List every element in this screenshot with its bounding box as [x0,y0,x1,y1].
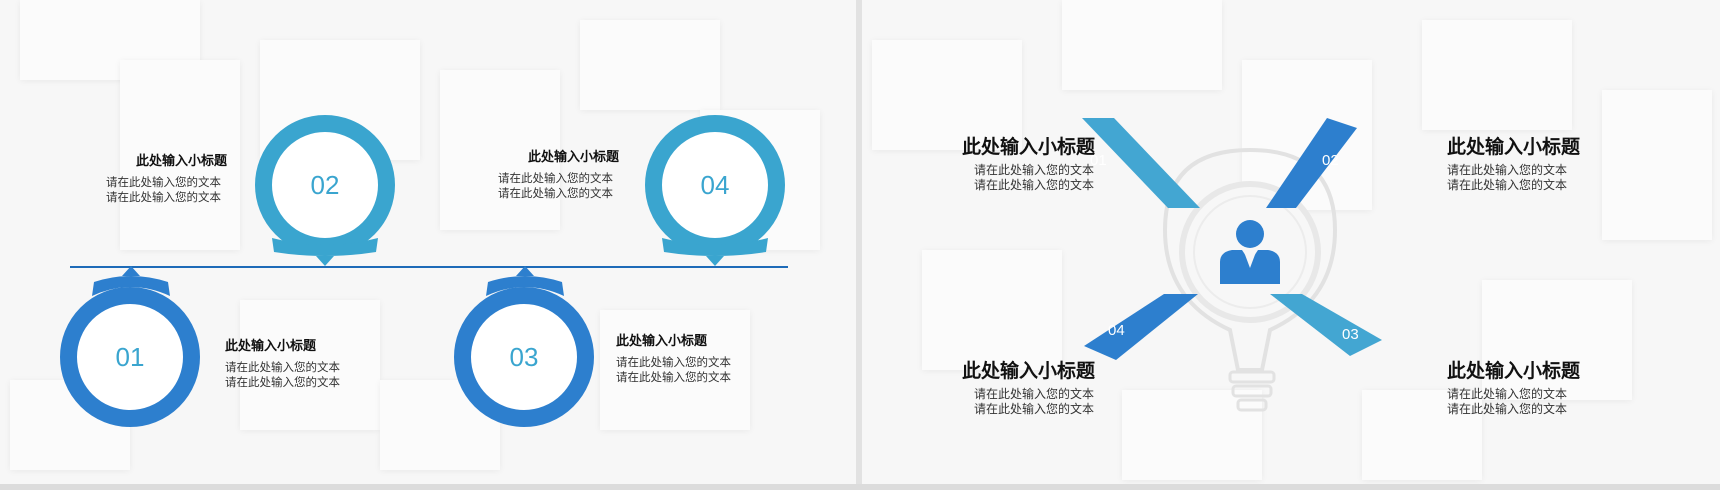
band-01[interactable] [1082,118,1200,208]
item-text-line: 请在此处输入您的文本 [1447,402,1568,416]
node-ring-03[interactable]: 03 [454,287,594,427]
background-tile [1062,0,1222,90]
background-tile [580,20,720,110]
band-04[interactable] [1084,294,1198,360]
background-tile [1602,90,1712,240]
band-number-04: 04 [1108,322,1125,339]
item-title: 此处输入小标题 [962,136,1096,158]
item-text-line: 请在此处输入您的文本 [973,178,1094,192]
band-number-01: 01 [1090,152,1107,169]
node-ring-04[interactable]: 04 [645,115,785,255]
node-number: 01 [115,341,145,372]
item-text-line: 请在此处输入您的文本 [1447,387,1568,401]
node-text-03: 此处输入小标题 请在此处输入您的文本 请在此处输入您的文本 [616,330,731,385]
slide-lightbulb[interactable]: 01 02 03 04 此处输入小标题 请在此处输入您的文本 请在此处输入您的文… [862,0,1720,484]
slide-timeline[interactable]: 02 此处输入小标题 请在此处输入您的文本 请在此处输入您的文本 04 此处输入… [0,0,856,484]
background-tile [440,70,560,230]
node-text-02: 此处输入小标题 请在此处输入您的文本 请在此处输入您的文本 [106,150,227,205]
person-icon [1220,220,1280,284]
node-text-01: 此处输入小标题 请在此处输入您的文本 请在此处输入您的文本 [225,335,340,390]
node-text-line: 请在此处输入您的文本 [106,190,221,204]
band-03[interactable] [1270,294,1382,356]
background-tile [872,40,1022,150]
item-text-02: 此处输入小标题 请在此处输入您的文本 请在此处输入您的文本 [1447,132,1580,193]
band-02[interactable] [1266,118,1357,208]
node-text-line: 请在此处输入您的文本 [498,171,613,185]
node-text-line: 请在此处输入您的文本 [225,360,340,374]
node-number: 03 [509,341,539,372]
node-cap-03 [486,266,564,296]
node-text-line: 请在此处输入您的文本 [616,370,731,384]
item-text-04: 此处输入小标题 请在此处输入您的文本 请在此处输入您的文本 [962,356,1096,417]
background-tile [120,60,240,250]
item-text-line: 请在此处输入您的文本 [973,387,1094,401]
node-title: 此处输入小标题 [136,154,228,169]
node-title: 此处输入小标题 [616,334,708,349]
item-title: 此处输入小标题 [1447,136,1581,158]
node-text-04: 此处输入小标题 请在此处输入您的文本 请在此处输入您的文本 [498,146,619,201]
node-cap-02 [272,238,378,266]
item-text-line: 请在此处输入您的文本 [1447,163,1568,177]
node-text-line: 请在此处输入您的文本 [225,375,340,389]
x-bands [1082,118,1382,360]
node-title: 此处输入小标题 [225,339,317,354]
node-text-line: 请在此处输入您的文本 [106,175,221,189]
node-title: 此处输入小标题 [528,150,620,165]
item-text-line: 请在此处输入您的文本 [973,402,1094,416]
item-title: 此处输入小标题 [1447,360,1581,382]
background-tile [1482,280,1632,400]
timeline-line [70,266,788,268]
node-text-line: 请在此处输入您的文本 [498,186,613,200]
node-cap-04 [662,238,768,266]
item-text-line: 请在此处输入您的文本 [973,163,1094,177]
node-number: 02 [310,169,340,200]
item-text-03: 此处输入小标题 请在此处输入您的文本 请在此处输入您的文本 [1447,356,1580,417]
band-number-02: 02 [1322,152,1339,169]
node-ring-01[interactable]: 01 [60,287,200,427]
node-number: 04 [700,169,730,200]
background-tile [1362,390,1482,480]
background-tile [1422,20,1572,130]
background-tile [922,250,1062,370]
item-title: 此处输入小标题 [962,360,1096,382]
item-text-line: 请在此处输入您的文本 [1447,178,1568,192]
slide-divider [856,0,862,490]
band-number-03: 03 [1342,326,1359,343]
bottom-strip [0,484,1720,490]
node-ring-02[interactable]: 02 [255,115,395,255]
node-text-line: 请在此处输入您的文本 [616,355,731,369]
item-text-01: 此处输入小标题 请在此处输入您的文本 请在此处输入您的文本 [962,132,1096,193]
node-cap-01 [92,266,170,296]
background-tile [240,300,380,430]
background-tile [600,310,750,430]
